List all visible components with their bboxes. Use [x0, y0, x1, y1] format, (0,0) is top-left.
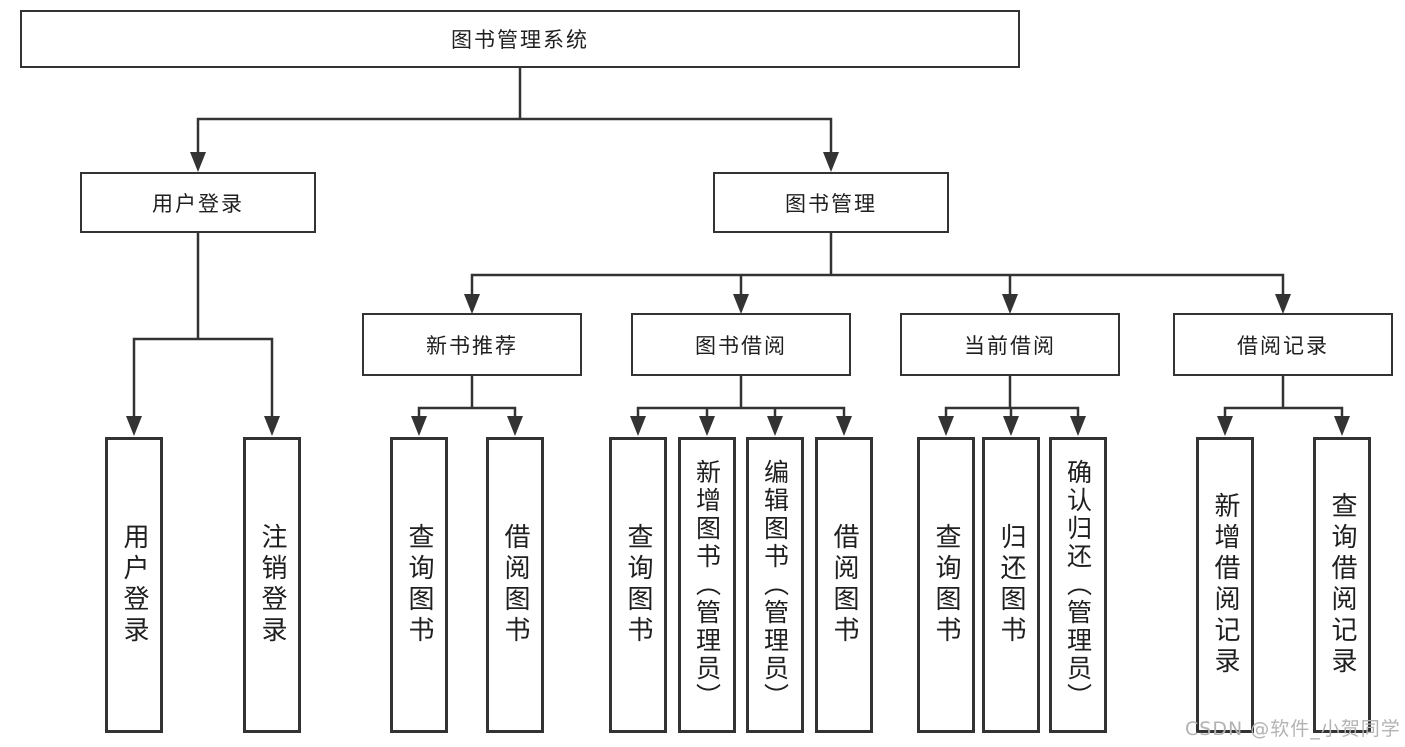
node-label: 借阅记录	[1237, 333, 1329, 358]
node-label: 新增借阅记录	[1210, 492, 1240, 678]
node-leaf-add-borrow-record: 新增借阅记录	[1196, 437, 1254, 733]
node-label: 新书推荐	[426, 333, 518, 358]
node-leaf-add-book-admin: 新增图书（管理员）	[678, 437, 736, 733]
node-borrowing-records: 借阅记录	[1173, 313, 1393, 376]
node-book-borrowing: 图书借阅	[631, 313, 851, 376]
node-label: 确认归还（管理员）	[1063, 459, 1093, 711]
watermark-text: CSDN @软件_小贺同学	[1185, 718, 1401, 740]
node-new-book-recommendation: 新书推荐	[362, 313, 582, 376]
node-leaf-query-book-borrowing: 查询图书	[609, 437, 667, 733]
node-leaf-query-book-recommend: 查询图书	[390, 437, 448, 733]
node-leaf-query-book-current: 查询图书	[917, 437, 975, 733]
node-label: 图书借阅	[695, 333, 787, 358]
node-label: 新增图书（管理员）	[692, 459, 722, 711]
node-label: 查询借阅记录	[1327, 492, 1357, 678]
node-label: 用户登录	[152, 191, 244, 216]
node-label: 图书管理	[785, 191, 877, 216]
node-label: 用户登录	[119, 523, 149, 647]
node-label: 查询图书	[623, 523, 653, 647]
node-label: 借阅图书	[829, 523, 859, 647]
node-label: 查询图书	[404, 523, 434, 647]
node-label: 借阅图书	[500, 523, 530, 647]
node-current-borrowing: 当前借阅	[900, 313, 1120, 376]
node-leaf-confirm-return-admin: 确认归还（管理员）	[1049, 437, 1107, 733]
node-user-login-group: 用户登录	[80, 172, 316, 233]
node-leaf-return-book: 归还图书	[982, 437, 1040, 733]
node-label: 编辑图书（管理员）	[760, 459, 790, 711]
node-book-management: 图书管理	[713, 172, 949, 233]
node-library-management-system: 图书管理系统	[20, 10, 1020, 68]
node-leaf-borrow-book-recommend: 借阅图书	[486, 437, 544, 733]
node-leaf-user-login: 用户登录	[105, 437, 163, 733]
node-label: 查询图书	[931, 523, 961, 647]
node-label: 注销登录	[257, 523, 287, 647]
node-leaf-logout: 注销登录	[243, 437, 301, 733]
node-leaf-query-borrow-record: 查询借阅记录	[1313, 437, 1371, 733]
node-leaf-edit-book-admin: 编辑图书（管理员）	[746, 437, 804, 733]
node-leaf-borrow-book: 借阅图书	[815, 437, 873, 733]
node-label: 归还图书	[996, 523, 1026, 647]
node-label: 当前借阅	[964, 333, 1056, 358]
node-label: 图书管理系统	[451, 28, 589, 52]
